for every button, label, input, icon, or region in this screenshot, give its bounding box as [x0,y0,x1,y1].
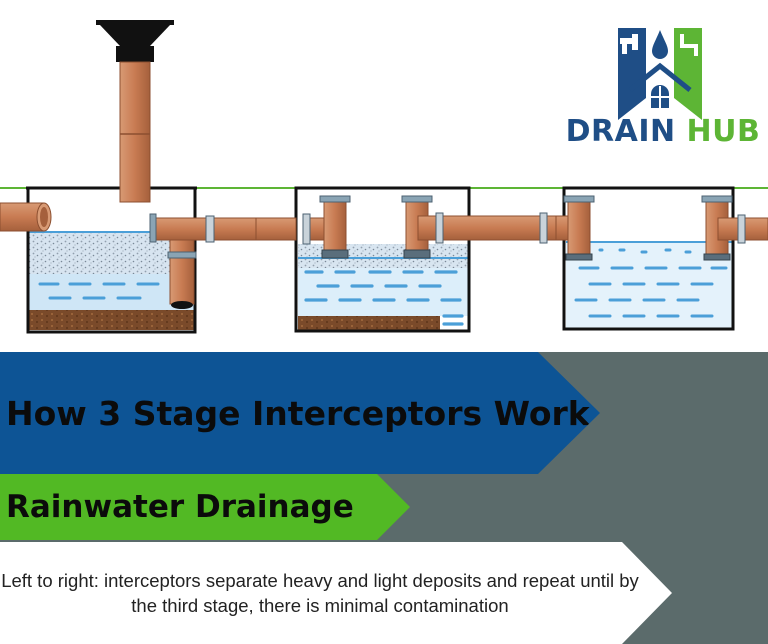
interceptor-chamber-1 [26,186,197,334]
house-window-icon [651,85,669,108]
interceptor-diagram [0,20,768,334]
drain-hub-logo-icon [618,28,702,120]
water-drop-icon [652,30,668,59]
subheadline: Rainwater Drainage [6,489,354,525]
brand-word-1: DRAIN [565,114,676,149]
brand-name: DRAIN HUB [565,114,761,149]
interceptor-chamber-2 [294,186,471,333]
chamber-2-pipes [302,195,559,259]
subheadline-banner: Rainwater Drainage [0,474,410,540]
headline-banner: How 3 Stage Interceptors Work [0,352,600,474]
headline: How 3 Stage Interceptors Work [6,393,590,433]
outlet-pipe-1 [149,213,297,309]
tap-icon [620,34,638,54]
chamber-3-pipes [555,195,768,261]
brand-word-2: HUB [686,114,761,149]
banner-area: How 3 Stage Interceptors Work Rainwater … [0,352,768,644]
caption-banner: Left to right: interceptors separate hea… [0,542,672,644]
inlet-pipe [0,202,52,232]
caption: Left to right: interceptors separate hea… [1,570,639,616]
top-drain-inlet [96,20,174,203]
